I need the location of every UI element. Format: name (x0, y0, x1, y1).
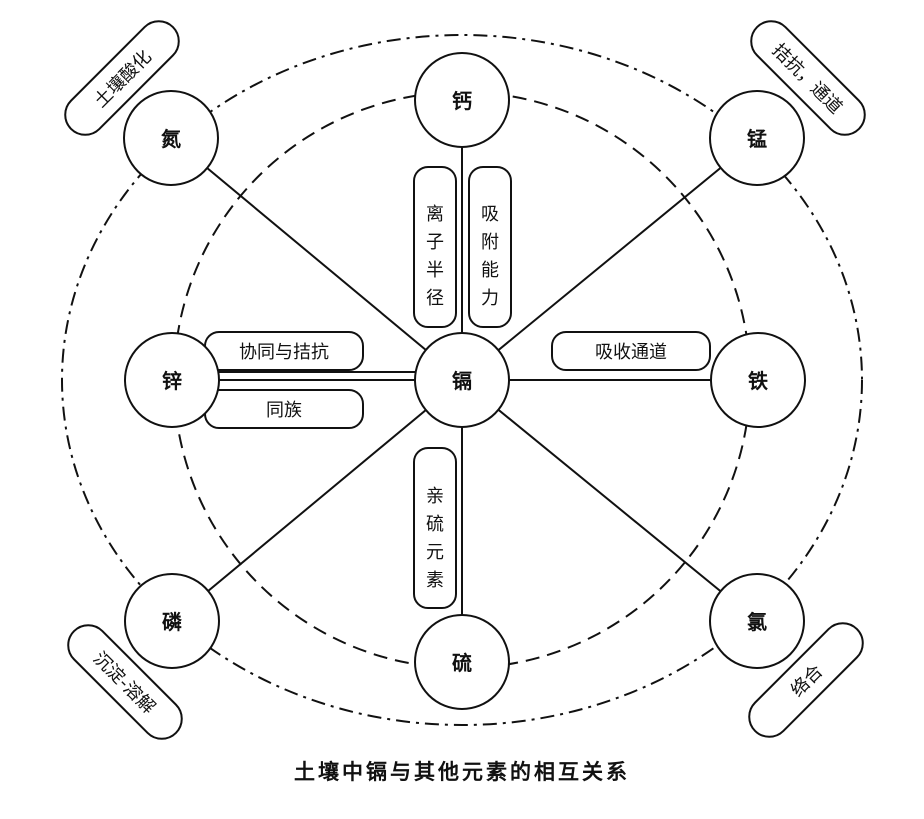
node-s: 硫 (414, 614, 510, 710)
relation-box-uptake (551, 331, 711, 371)
figure-caption: 土壤中镉与其他元素的相互关系 (294, 760, 630, 784)
svg-text:锰: 锰 (747, 127, 767, 151)
corner-complexation: 络合 (748, 622, 864, 738)
node-fe: 铁 (710, 332, 806, 428)
relation-box-ionic-radius (413, 166, 457, 328)
svg-text:铁: 铁 (748, 369, 768, 393)
svg-text:磷: 磷 (162, 610, 182, 634)
node-p: 磷 (124, 573, 220, 669)
label-adsorption: 吸附能力 (481, 204, 499, 309)
label-ionic-radius: 离子半径 (426, 204, 444, 309)
svg-text:镉: 镉 (452, 369, 472, 393)
line-cd-cl (461, 379, 758, 622)
label-same-group: 同族 (266, 400, 302, 421)
line-cd-p (171, 379, 463, 622)
node-n: 氮 (123, 90, 219, 186)
node-mn: 锰 (709, 90, 805, 186)
label-uptake: 吸收通道 (595, 342, 667, 363)
line-cd-n (170, 137, 463, 381)
svg-text:钙: 钙 (452, 89, 472, 113)
outer-ring (61, 34, 863, 726)
svg-text:硫: 硫 (452, 651, 472, 675)
label-synergy: 协同与拮抗 (239, 342, 329, 363)
svg-text:氯: 氯 (747, 610, 767, 634)
svg-text:锌: 锌 (162, 369, 182, 393)
relation-box-thiophile (413, 447, 457, 609)
label-thiophile: 亲硫元素 (426, 486, 444, 591)
relation-box-adsorption (468, 166, 512, 328)
line-cd-mn (461, 137, 758, 381)
node-zn: 锌 (124, 332, 220, 428)
svg-text:氮: 氮 (161, 127, 181, 151)
node-cd: 镉 (414, 332, 510, 428)
node-ca: 钙 (414, 52, 510, 148)
node-cl: 氯 (709, 573, 805, 669)
